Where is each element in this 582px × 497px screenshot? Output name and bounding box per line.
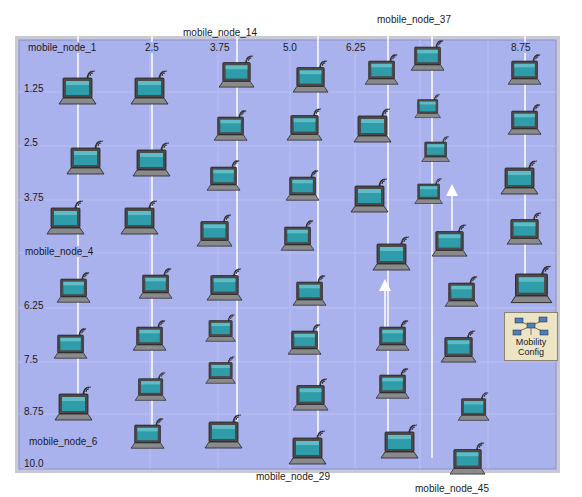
node-name: mobile_node_6 [28, 436, 98, 447]
axis-tick: 3.75 [23, 192, 44, 203]
axis-tick: 6.25 [345, 42, 366, 53]
axis-tick: 3.75 [209, 42, 230, 53]
node-name: mobile_node_29 [255, 471, 331, 482]
node-label: Mobility Config [505, 337, 557, 357]
axis-tick: 8.75 [23, 406, 44, 417]
config-icon: Mobility Config [504, 312, 558, 361]
network-icon [511, 315, 551, 337]
node-name: mobile_node_14 [182, 27, 258, 38]
axis-tick: 7.5 [23, 354, 39, 365]
node-name: mobile_node_37 [376, 14, 452, 25]
axis-tick: 1.25 [23, 83, 44, 94]
node-name: mobile_node_1 [27, 42, 97, 53]
axis-tick: 8.75 [510, 42, 531, 53]
axis-tick: 6.25 [23, 300, 44, 311]
node-name: mobile_node_45 [414, 483, 490, 494]
axis-tick: 10.0 [23, 458, 44, 469]
axis-tick: 2.5 [144, 42, 160, 53]
axis-tick: 5.0 [282, 42, 298, 53]
axis-tick: 2.5 [23, 137, 39, 148]
node-name: mobile_node_4 [24, 246, 94, 257]
